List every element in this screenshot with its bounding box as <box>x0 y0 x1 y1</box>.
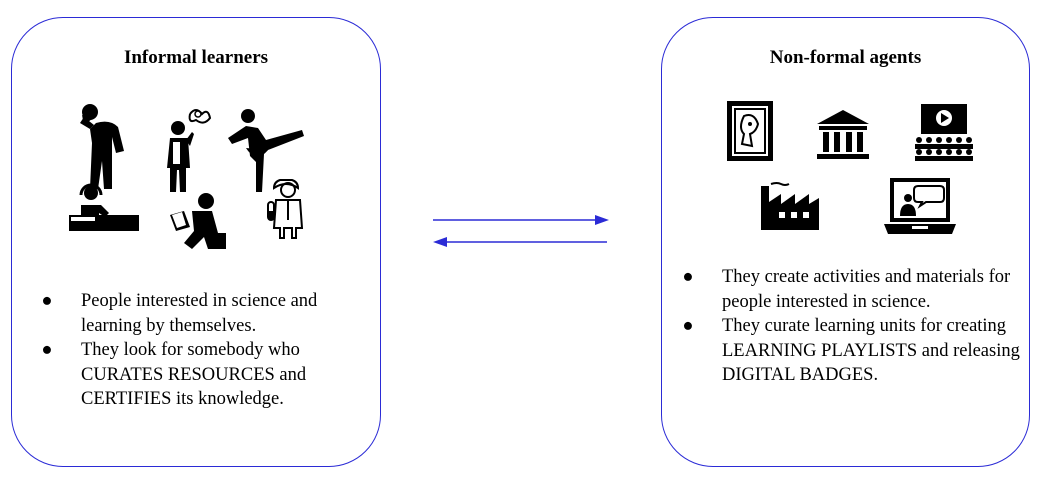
list-item: ●They curate learning units for creating… <box>682 316 1020 385</box>
laptop-chat-icon <box>884 178 956 234</box>
informal-learners-title: Informal learners <box>123 47 269 68</box>
cinema-audience-icon <box>915 104 973 161</box>
informal-learners-box: Informal learners <box>11 17 381 467</box>
list-item: ●They look for somebody who CURATES RESO… <box>41 340 307 409</box>
list-item: ●People interested in science and learni… <box>41 291 318 336</box>
arrow-to-agents-head <box>595 215 609 225</box>
thinking-person-icon <box>80 104 124 189</box>
museum-icon <box>817 110 869 159</box>
dancer-icon <box>228 109 304 192</box>
confused-person-icon <box>167 109 212 192</box>
factory-icon <box>761 182 819 230</box>
bidirectional-arrows <box>433 215 609 247</box>
list-item: ●They create activities and materials fo… <box>682 267 1011 312</box>
informal-learners-bullets: ●People interested in science and learni… <box>37 289 377 412</box>
scientist-icon <box>267 179 304 239</box>
non-formal-agents-bullets: ●They create activities and materials fo… <box>678 265 1023 388</box>
framed-painting-icon <box>727 101 773 161</box>
reading-person-icon <box>170 193 226 249</box>
arrow-to-learners-head <box>433 237 447 247</box>
non-formal-agents-box: Non-formal agents <box>661 17 1030 467</box>
non-formal-agents-title: Non-formal agents <box>769 47 922 68</box>
dj-icon <box>69 183 139 231</box>
